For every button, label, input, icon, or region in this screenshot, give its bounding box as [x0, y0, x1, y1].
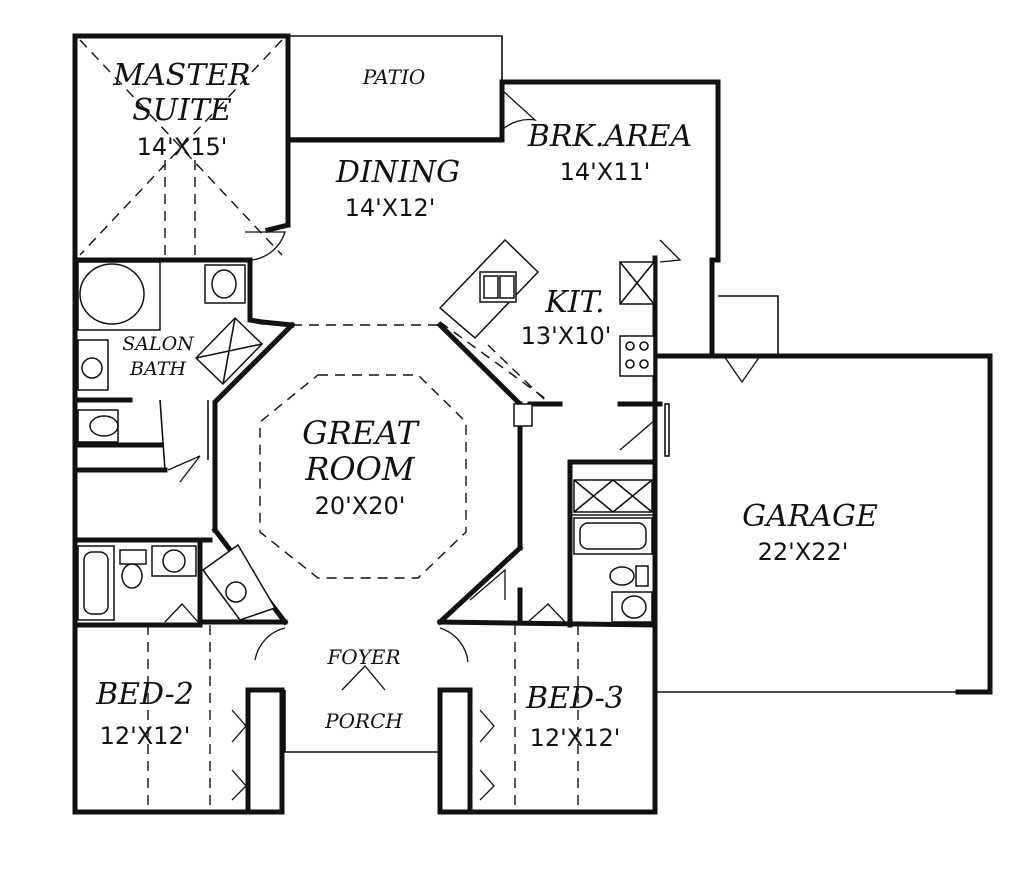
salon-bath-name-1: SALON	[122, 333, 195, 355]
garage-name: GARAGE	[742, 499, 878, 534]
porch-label: PORCH	[324, 709, 403, 733]
great-room-name-1: GREAT	[302, 414, 420, 452]
dining-name: DINING	[335, 155, 460, 190]
interior-walls	[72, 137, 663, 811]
bed3-name: BED-3	[525, 681, 624, 716]
bed2-size: 12'X12'	[100, 722, 191, 750]
doors	[164, 89, 761, 801]
bed3-size: 12'X12'	[530, 724, 621, 752]
fixtures	[77, 238, 655, 623]
bed2-name: BED-2	[95, 677, 194, 712]
great-room-ceiling	[259, 321, 551, 579]
room-labels: MASTER SUITE 14'X15' PATIO BRK.AREA 14'X…	[95, 58, 878, 752]
kitchen-name: KIT.	[544, 285, 604, 320]
dining-size: 14'X12'	[345, 194, 436, 222]
brk-area-size: 14'X11'	[560, 158, 651, 186]
foyer-label: FOYER	[326, 645, 400, 669]
master-suite-name-1: MASTER	[112, 58, 250, 93]
master-suite-name-2: SUITE	[132, 93, 232, 128]
patio-label: PATIO	[362, 65, 426, 89]
salon-bath-name-2: BATH	[129, 358, 186, 380]
brk-area-name: BRK.AREA	[527, 119, 692, 154]
master-suite-size: 14'X15'	[137, 133, 228, 161]
great-room-size: 20'X20'	[315, 492, 406, 520]
garage-size: 22'X22'	[758, 538, 849, 566]
overhead-dashes	[79, 39, 579, 810]
exterior-walls	[72, 33, 993, 815]
great-room-name-2: ROOM	[304, 450, 416, 488]
kitchen-size: 13'X10'	[521, 322, 612, 350]
